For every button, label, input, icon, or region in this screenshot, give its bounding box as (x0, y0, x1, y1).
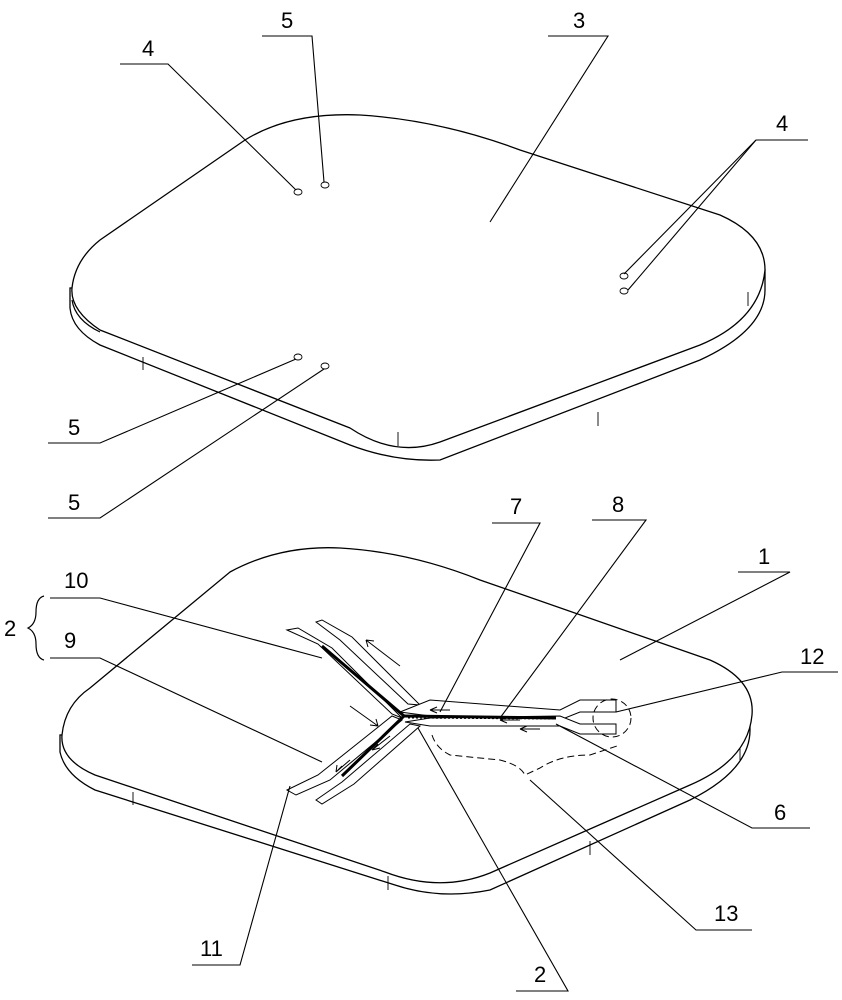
label-9: 9 (64, 628, 76, 653)
label-10: 10 (64, 568, 88, 593)
label-5-lower-b: 5 (68, 490, 80, 515)
label-11: 11 (200, 936, 223, 961)
label-8: 8 (612, 492, 624, 517)
label-4-top-left: 4 (142, 36, 154, 61)
base-plate (60, 548, 752, 894)
label-5-top: 5 (281, 8, 293, 33)
label-13: 13 (714, 901, 738, 926)
label-6: 6 (774, 800, 786, 825)
cover-plate (70, 115, 765, 461)
label-1: 1 (758, 544, 770, 569)
label-7: 7 (510, 494, 522, 519)
label-2-brace: 2 (4, 616, 16, 641)
label-4-top-right: 4 (776, 111, 788, 136)
label-5-lower-a: 5 (68, 415, 80, 440)
label-12: 12 (800, 644, 824, 669)
label-3: 3 (573, 8, 585, 33)
label-2-bottom: 2 (534, 962, 546, 987)
